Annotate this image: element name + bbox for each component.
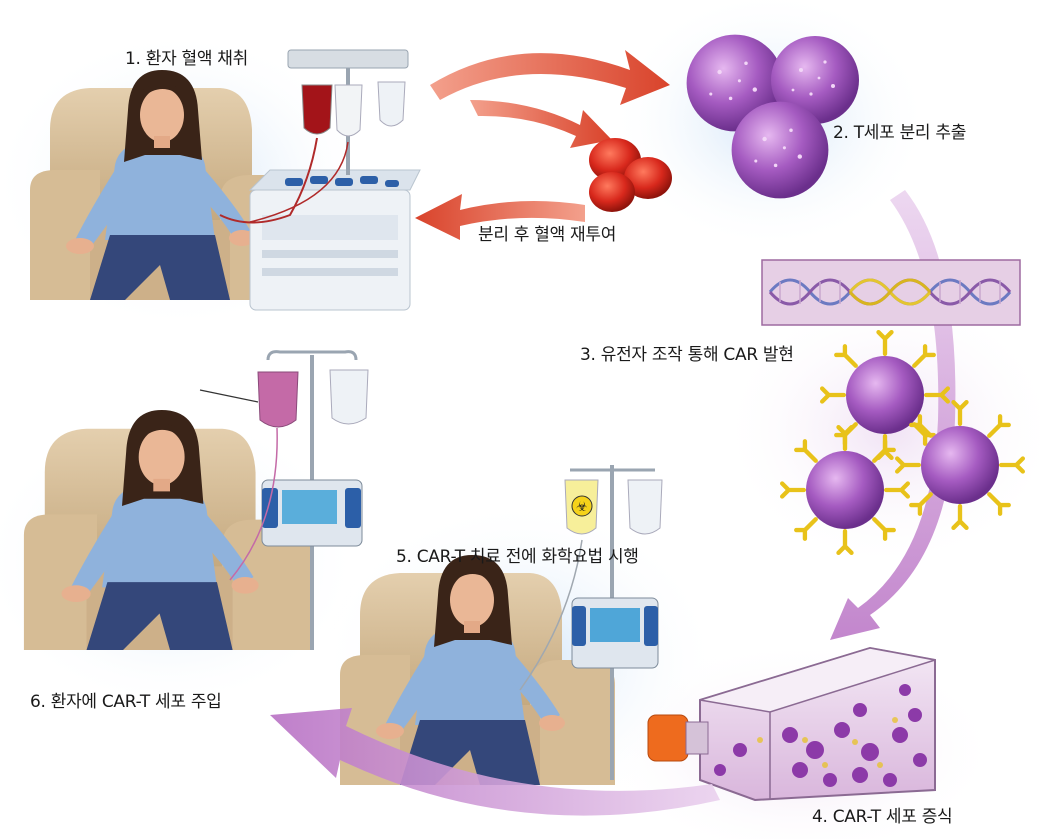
svg-text:☣: ☣	[576, 500, 588, 515]
arrow-to-tcells	[430, 50, 670, 105]
step-6-label: 6. 환자에 CAR-T 세포 주입	[30, 687, 222, 712]
step-4-label: 4. CAR-T 세포 증식	[812, 802, 952, 827]
dna-panel	[762, 260, 1020, 325]
return-blood-label: 분리 후 혈액 재투여	[478, 220, 616, 245]
step-3-label: 3. 유전자 조작 통해 CAR 발현	[580, 340, 794, 365]
scene-blood-draw	[30, 50, 420, 310]
step-5-label: 5. CAR-T 치료 전에 화학요법 시행	[396, 542, 639, 567]
step-1-label: 1. 환자 혈액 채취	[125, 44, 248, 69]
arrow-to-rbc	[470, 100, 612, 148]
biohazard-icon: ☣	[572, 496, 592, 516]
step-2-label: 2. T세포 분리 추출	[833, 118, 966, 143]
